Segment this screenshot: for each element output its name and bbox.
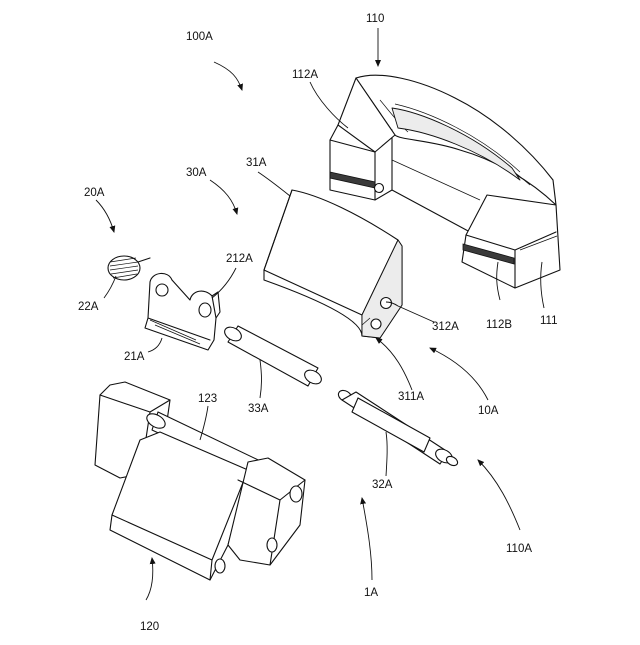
label-32A: 32A xyxy=(372,479,393,491)
label-112A: 112A xyxy=(292,69,318,81)
label-31A: 31A xyxy=(246,157,267,169)
label-311A: 311A xyxy=(398,391,424,403)
label-33A: 33A xyxy=(248,403,269,415)
coil-spring-22A xyxy=(108,256,150,280)
label-10A: 10A xyxy=(478,405,499,417)
label-22A: 22A xyxy=(78,301,99,313)
label-21A: 21A xyxy=(124,351,145,363)
label-120: 120 xyxy=(140,621,159,633)
pin-33A xyxy=(222,324,324,386)
block-31A xyxy=(264,190,402,338)
label-112B: 112B xyxy=(486,319,512,331)
label-123: 123 xyxy=(198,393,217,405)
lower-link-120 xyxy=(95,382,305,580)
label-212A: 212A xyxy=(226,253,253,265)
label-1A: 1A xyxy=(364,587,378,599)
label-30A: 30A xyxy=(186,167,207,179)
label-111: 111 xyxy=(540,315,557,327)
label-110: 110 xyxy=(366,13,384,25)
label-110A: 110A xyxy=(506,543,532,555)
bracket-21A xyxy=(145,273,220,350)
label-20A: 20A xyxy=(84,187,105,199)
label-312A: 312A xyxy=(432,321,459,333)
label-100A: 100A xyxy=(186,31,213,43)
